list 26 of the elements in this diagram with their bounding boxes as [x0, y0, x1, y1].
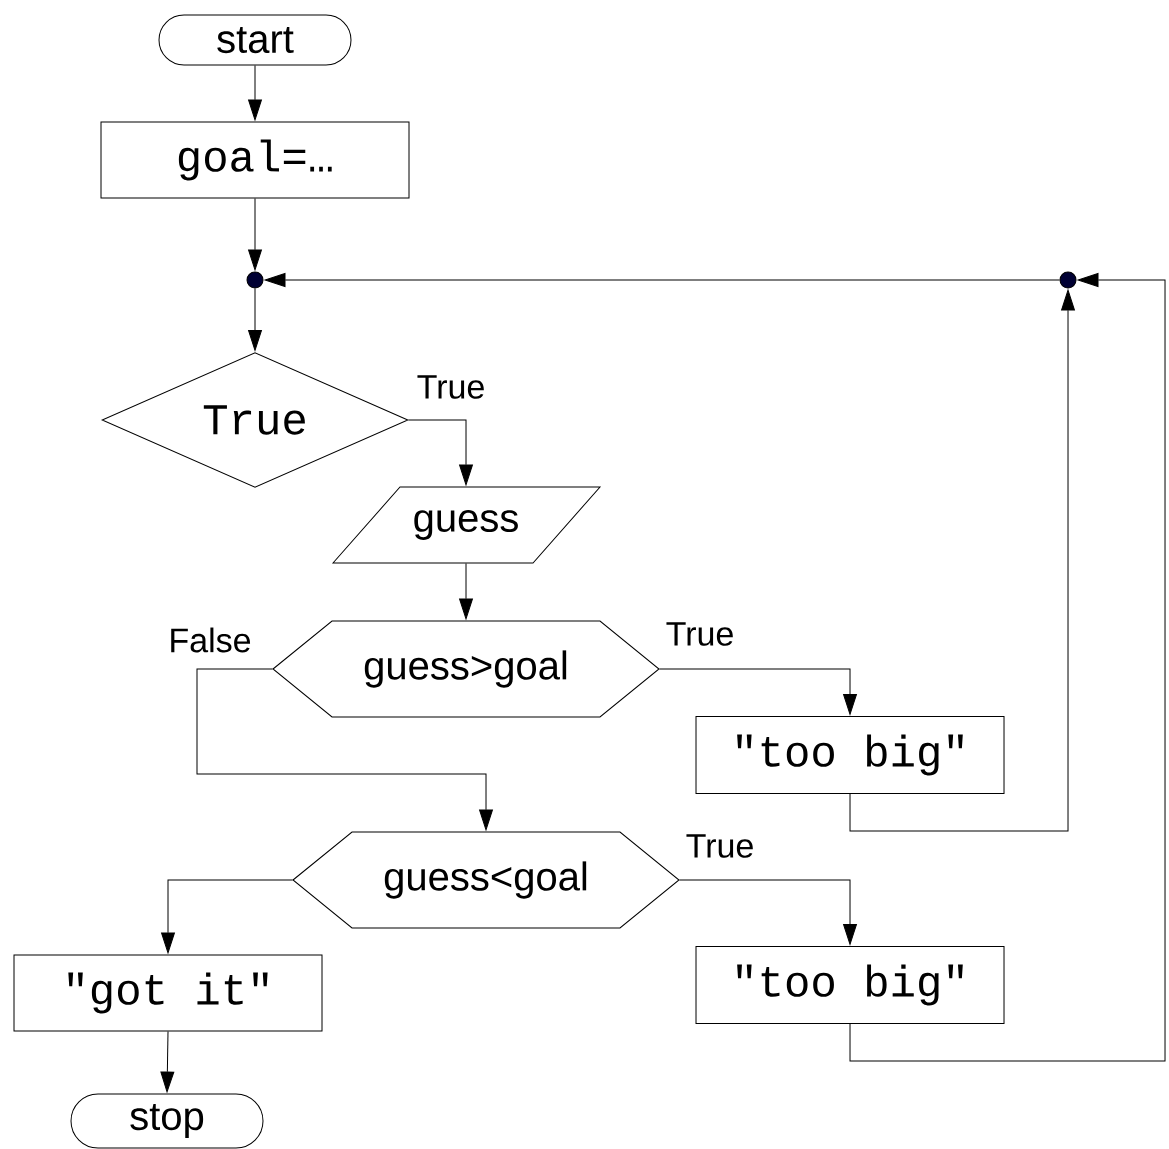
arrow: [679, 879, 857, 945]
process-box: "got it": [13, 954, 323, 1032]
arrow: [408, 419, 473, 486]
arrow: [161, 879, 293, 954]
arrow: [248, 288, 262, 351]
input-parallelogram: guess: [332, 486, 601, 564]
arrow: [849, 273, 1166, 1062]
decision-hexagon: guess<goal: [292, 831, 680, 929]
process-box: goal=…: [100, 121, 410, 199]
edge-label: True: [415, 374, 487, 400]
process-box: "too big": [695, 946, 1005, 1024]
arrow: [160, 1031, 175, 1093]
arrow: [459, 563, 473, 620]
junction-dot: [1059, 271, 1077, 289]
arrow: [659, 668, 857, 715]
arrow: [849, 289, 1075, 832]
decision-hexagon: guess>goal: [272, 620, 660, 718]
arrow: [248, 198, 262, 271]
arrow: [196, 668, 493, 831]
edge-label: True: [664, 621, 736, 647]
junction-dot: [246, 271, 264, 289]
arrow: [264, 273, 1060, 287]
arrow: [248, 65, 262, 121]
edge-label: False: [167, 626, 253, 654]
process-box: "too big": [695, 716, 1005, 794]
edge-label: True: [684, 833, 756, 859]
